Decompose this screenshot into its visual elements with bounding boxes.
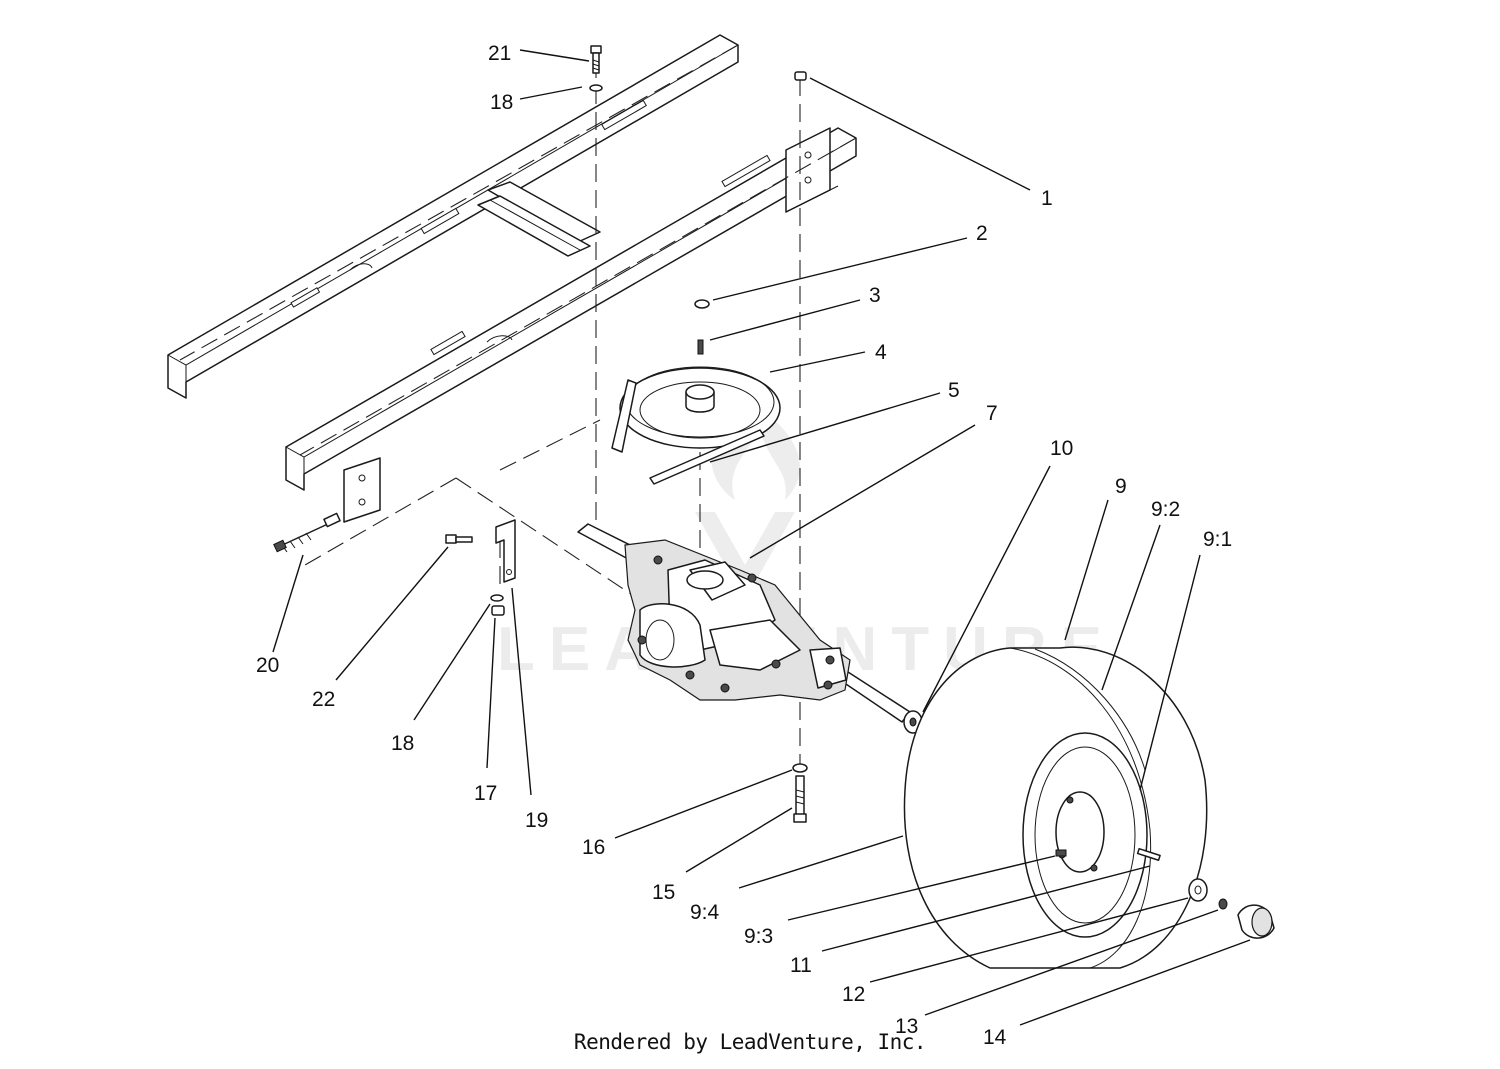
nut-17 bbox=[491, 605, 505, 616]
leader-lines bbox=[272, 49, 1251, 1026]
axle-key-11 bbox=[1136, 847, 1161, 862]
callout-19: 19 bbox=[525, 809, 548, 832]
bracket-19 bbox=[495, 519, 516, 583]
callout-9-4: 9:4 bbox=[690, 901, 720, 924]
callout-9: 9 bbox=[1115, 475, 1127, 498]
rear-mount-plate bbox=[343, 457, 381, 523]
valve-stem-9-3 bbox=[1055, 849, 1067, 857]
callout-labels: 21 18 1 2 3 4 5 7 10 9 9:2 9:1 20 22 18 … bbox=[256, 42, 1232, 1049]
callout-17: 17 bbox=[474, 782, 497, 805]
callout-12: 12 bbox=[842, 983, 865, 1006]
callout-16: 16 bbox=[582, 836, 605, 859]
v-belt-5 bbox=[611, 379, 765, 485]
callout-3: 3 bbox=[869, 284, 881, 307]
callout-2: 2 bbox=[976, 222, 988, 245]
callout-18-top: 18 bbox=[490, 91, 513, 114]
washer-16 bbox=[792, 763, 808, 773]
render-credit-footer: Rendered by LeadVenture, Inc. bbox=[573, 1030, 927, 1054]
callout-7: 7 bbox=[986, 402, 998, 425]
callout-10: 10 bbox=[1050, 437, 1073, 460]
callout-18-bottom: 18 bbox=[391, 732, 414, 755]
spring-20 bbox=[273, 512, 341, 553]
callout-22: 22 bbox=[312, 688, 335, 711]
callout-1: 1 bbox=[1041, 187, 1053, 210]
alignment-lines bbox=[179, 44, 857, 820]
hub-cap-14 bbox=[1237, 904, 1275, 939]
callout-9-2: 9:2 bbox=[1151, 498, 1180, 521]
callout-21: 21 bbox=[488, 42, 511, 65]
bolt-15 bbox=[793, 775, 807, 823]
callout-11: 11 bbox=[790, 954, 812, 977]
transaxle-7 bbox=[577, 523, 911, 723]
frame-front-bracket bbox=[785, 127, 839, 213]
bolt-21 bbox=[590, 45, 602, 74]
callout-5: 5 bbox=[948, 379, 960, 402]
callout-13: 13 bbox=[895, 1015, 918, 1038]
washer-12 bbox=[1188, 878, 1208, 902]
callout-15: 15 bbox=[652, 881, 675, 904]
nut-1 bbox=[794, 71, 807, 81]
callout-9-1: 9:1 bbox=[1203, 528, 1232, 551]
key-3 bbox=[697, 339, 704, 355]
snap-ring-2 bbox=[694, 299, 710, 309]
frame-rail-right bbox=[285, 127, 857, 491]
frame-crossmember bbox=[477, 181, 601, 257]
bolt-22 bbox=[445, 534, 473, 544]
washer-18-bottom bbox=[490, 594, 504, 602]
callout-14: 14 bbox=[983, 1026, 1007, 1049]
callout-4: 4 bbox=[875, 341, 887, 364]
callout-9-3: 9:3 bbox=[744, 925, 773, 948]
e-ring-13 bbox=[1218, 898, 1228, 910]
washer-18-top bbox=[589, 84, 603, 92]
wheel-assembly-9 bbox=[903, 646, 1208, 969]
callout-20: 20 bbox=[256, 654, 279, 677]
